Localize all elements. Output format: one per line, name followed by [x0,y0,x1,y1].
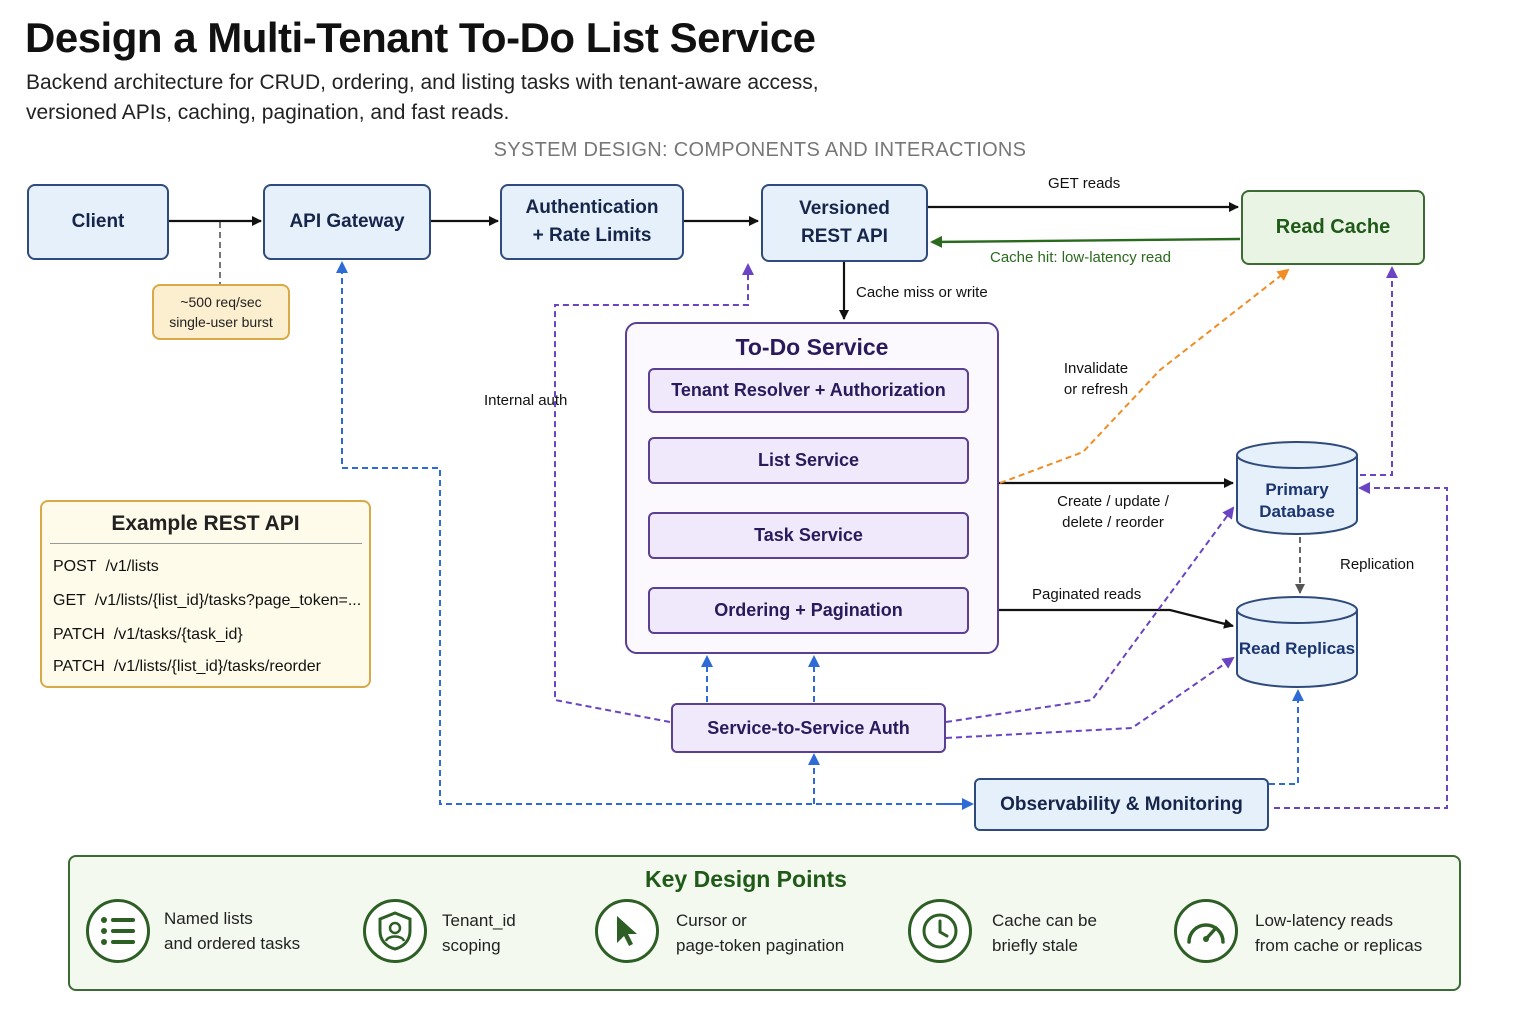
example-rest-api-title: Example REST API [111,512,300,535]
example-rest-api-divider [50,543,362,544]
primary-database-icon [1236,441,1358,535]
api-row: GET /v1/lists/{list_id}/tasks?page_token… [53,592,361,610]
key-point-text: Tenant_id scoping [442,908,516,958]
label-get-reads: GET reads [1048,175,1121,192]
clock-icon [908,899,972,963]
key-design-points-title: Key Design Points [645,866,847,892]
service-to-service-auth-node: Service-to-Service Auth [671,703,946,753]
task-service-label: Task Service [754,525,863,545]
read-replicas-db-icon [1236,596,1358,688]
edge-cache-rest [930,235,1241,248]
api-row: PATCH /v1/tasks/{task_id} [53,626,243,644]
versioned-rest-api-node: Versioned REST API [761,184,928,262]
gauge-icon [1174,899,1238,963]
api-path: /v1/lists [105,558,159,575]
read-cache-node: Read Cache [1241,190,1425,265]
label-invalidate-line-1: Invalidate [1063,360,1129,377]
key-point-line-1: Cursor or [676,911,747,930]
edge-s2s-replicas [945,656,1235,739]
primary-database-label: Primary Database [1235,479,1359,523]
key-point-line-1: Low-latency reads [1255,911,1393,930]
api-method: PATCH [53,626,105,643]
api-row: POST /v1/lists [53,558,159,576]
rest-label-line-2: REST API [801,226,888,247]
burst-line-2: single-user burst [169,314,273,330]
api-method: PATCH [53,658,105,675]
api-gateway-label: API Gateway [289,211,405,232]
shield-user-icon [363,899,427,963]
burst-note: ~500 req/sec single-user burst [152,284,290,340]
api-path: /v1/tasks/{task_id} [113,626,243,643]
ordering-pagination-label: Ordering + Pagination [714,600,903,620]
s2s-auth-label: Service-to-Service Auth [707,717,910,738]
rest-label-line-1: Versioned [799,198,890,219]
list-icon [86,899,150,963]
client-label: Client [71,211,125,232]
api-method: POST [53,558,97,575]
key-point-line-2: from cache or replicas [1255,936,1423,955]
label-replication: Replication [1340,556,1415,573]
edge-primary-cache [1360,266,1398,476]
edge-observability-gateway [336,261,972,805]
label-create-update: Create / update / delete / reorder [1042,491,1184,533]
label-cache-miss: Cache miss or write [856,284,988,301]
auth-label-line-2: + Rate Limits [532,225,652,246]
section-label: SYSTEM DESIGN: COMPONENTS AND INTERACTIO… [493,139,1027,161]
label-paginated-reads: Paginated reads [1032,586,1142,603]
edge-invalidate-cache [999,268,1290,484]
label-cache-hit: Cache hit: low-latency read [990,249,1171,266]
auth-label-line-1: Authentication [525,197,659,218]
burst-line-1: ~500 req/sec [180,294,262,310]
read-replicas-label: Read Replicas [1238,639,1356,658]
tenant-resolver-label: Tenant Resolver + Authorization [671,380,946,400]
edge-monitor-loop [1274,482,1448,809]
key-point-line-2: briefly stale [992,936,1078,955]
key-point-text: Cursor or page-token pagination [676,908,844,958]
task-service-node: Task Service [648,512,969,559]
subtitle-line-1: Backend architecture for CRUD, ordering,… [26,71,819,94]
observability-node: Observability & Monitoring [974,778,1269,831]
observability-label: Observability & Monitoring [1000,793,1243,815]
key-point-text: Cache can be briefly stale [992,908,1097,958]
api-gateway-node: API Gateway [263,184,431,260]
key-point-text: Low-latency reads from cache or replicas [1255,908,1422,958]
todo-service-title: To-Do Service [735,334,889,360]
label-internal-auth: Internal auth [484,392,568,409]
list-service-label: List Service [757,450,860,470]
subtitle-line-2: versioned APIs, caching, pagination, and… [26,101,510,124]
list-service-node: List Service [648,437,969,484]
key-point-line-1: Tenant_id [442,911,516,930]
key-point-line-2: scoping [442,936,501,955]
edge-observability-replicas [1269,689,1304,785]
key-design-points-panel [68,855,1461,991]
key-point-line-1: Named lists [164,909,253,928]
ordering-pagination-node: Ordering + Pagination [648,587,969,634]
primary-db-line-2: Database [1259,502,1335,521]
page-subtitle: Backend architecture for CRUD, ordering,… [26,68,926,128]
label-cud-line-1: Create / update / [1057,493,1169,510]
read-cache-label: Read Cache [1275,216,1391,238]
auth-rate-limits-node: Authentication + Rate Limits [500,184,684,260]
label-invalidate: Invalidate or refresh [1048,358,1144,400]
key-point-text: Named lists and ordered tasks [164,906,300,956]
api-path: /v1/lists/{list_id}/tasks/reorder [113,658,321,675]
api-path: /v1/lists/{list_id}/tasks?page_token=... [94,592,362,609]
label-invalidate-line-2: or refresh [1063,381,1129,398]
cursor-icon [595,899,659,963]
edge-ordering-replicas [970,608,1234,629]
primary-db-line-1: Primary [1265,480,1329,499]
api-method: GET [53,592,86,609]
client-node: Client [27,184,169,260]
api-row: PATCH /v1/lists/{list_id}/tasks/reorder [53,658,321,676]
key-point-line-2: page-token pagination [676,936,845,955]
key-point-line-1: Cache can be [992,911,1097,930]
tenant-resolver-node: Tenant Resolver + Authorization [648,368,969,413]
example-rest-api-panel [40,500,371,688]
label-cud-line-2: delete / reorder [1062,514,1164,531]
key-point-line-2: and ordered tasks [164,934,301,953]
page-title: Design a Multi-Tenant To-Do List Service [25,14,816,61]
edge-s2s-rest [554,263,754,723]
